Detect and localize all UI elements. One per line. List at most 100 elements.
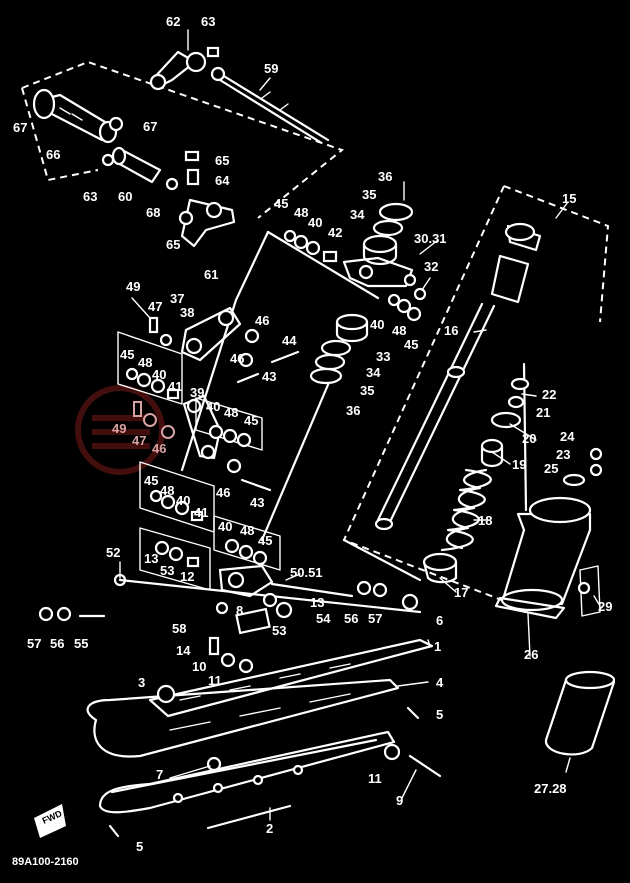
callout-46: 46 (216, 485, 231, 500)
callout-18: 18 (478, 513, 493, 528)
callout-48: 48 (138, 355, 153, 370)
callout-47: 47 (148, 299, 163, 314)
callout-48: 48 (294, 205, 309, 220)
callout-27-28: 27.28 (534, 781, 567, 796)
part-63-pin (101, 153, 115, 167)
part-7-nut (206, 756, 222, 772)
callout-2: 2 (266, 821, 274, 836)
bracket-frame (180, 230, 380, 542)
callout-41: 41 (194, 505, 209, 520)
callout-40: 40 (218, 519, 233, 534)
callout-33: 33 (376, 349, 391, 364)
callout-29: 29 (598, 599, 613, 614)
callout-16: 16 (444, 323, 459, 338)
callout-35: 35 (360, 383, 375, 398)
callout-45: 45 (144, 473, 159, 488)
part-17-cup (422, 552, 458, 584)
callout-39: 39 (190, 385, 205, 400)
part-9-bolt (408, 754, 442, 778)
callout-46: 46 (230, 351, 245, 366)
callout-37: 37 (170, 291, 185, 306)
callout-64: 64 (215, 173, 230, 188)
diagram-code: 89A100-2160 (12, 856, 79, 868)
part-4-ski-wear-bar (86, 678, 400, 758)
callout-15: 15 (562, 191, 577, 206)
callout-36: 36 (346, 403, 361, 418)
callout-67: 67 (143, 119, 158, 134)
part-5-screw-left (108, 824, 120, 838)
parts-22-21-20 (490, 377, 530, 429)
callout-63: 63 (83, 189, 98, 204)
part-62-arm (149, 50, 207, 91)
parts-49-47-46-highlight (133, 401, 175, 439)
callout-45: 45 (274, 196, 289, 211)
washer-box-left (117, 331, 183, 405)
callout-36: 36 (378, 169, 393, 184)
part-1-ski-runner (148, 638, 434, 718)
callout-13: 13 (310, 595, 325, 610)
part-32-bolt (413, 287, 427, 301)
callout-23: 23 (556, 447, 571, 462)
callout-57: 57 (27, 636, 42, 651)
callout-34: 34 (350, 207, 365, 222)
part-19-seat (480, 438, 504, 468)
part-5-screw-right (406, 706, 420, 720)
callout-7: 7 (156, 767, 164, 782)
part-26-shock-body (494, 496, 592, 620)
callout-4: 4 (436, 675, 444, 690)
part-66-shaft (32, 88, 118, 144)
callout-66: 66 (46, 147, 61, 162)
leader-lines (119, 29, 601, 821)
callout-40: 40 (308, 215, 323, 230)
washer-group-right (387, 293, 422, 322)
callout-30-31: 30.31 (414, 231, 447, 246)
callout-48: 48 (224, 405, 239, 420)
parts-14-10-11 (208, 636, 254, 674)
callout-46-highlight: 46 (152, 441, 167, 456)
callout-10: 10 (192, 659, 207, 674)
callout-68: 68 (146, 205, 161, 220)
callout-40: 40 (370, 317, 385, 332)
callout-52: 52 (106, 545, 121, 560)
callout-60: 60 (118, 189, 133, 204)
fwd-arrow (34, 804, 66, 838)
callout-43: 43 (250, 495, 265, 510)
parts-8-58-53 (215, 592, 293, 635)
callout-45: 45 (404, 337, 419, 352)
callout-43: 43 (262, 369, 277, 384)
callout-50-51: 50.51 (290, 565, 323, 580)
part-30-mount (342, 256, 417, 288)
part-37-38-rocker (180, 306, 242, 362)
callout-48: 48 (240, 523, 255, 538)
callout-3: 3 (138, 675, 146, 690)
washer-box-mid (195, 397, 263, 451)
callout-9: 9 (396, 793, 404, 808)
callout-1: 1 (434, 639, 442, 654)
parts-57-56-55-left (38, 606, 106, 622)
callout-17: 17 (454, 585, 469, 600)
part-67-cap-right (108, 116, 124, 132)
callout-45: 45 (258, 533, 273, 548)
callout-63: 63 (201, 14, 216, 29)
washer-group-top (283, 229, 338, 263)
callout-45: 45 (244, 413, 259, 428)
part-11-washer (383, 743, 401, 761)
callout-11: 11 (368, 771, 382, 786)
callout-40: 40 (206, 399, 221, 414)
parts-24-23-25 (562, 447, 603, 487)
callout-11: 11 (208, 673, 222, 688)
callout-21: 21 (536, 405, 551, 420)
callout-24: 24 (560, 429, 575, 444)
callout-13: 13 (144, 551, 159, 566)
callout-26: 26 (524, 647, 539, 662)
callout-32: 32 (424, 259, 439, 274)
lower-spacers (309, 313, 369, 385)
callout-59: 59 (264, 61, 279, 76)
callout-53: 53 (160, 563, 175, 578)
callout-67: 67 (13, 120, 28, 135)
bolts-lower (226, 458, 272, 492)
callout-8: 8 (236, 603, 244, 618)
callout-44: 44 (282, 333, 297, 348)
callout-62: 62 (166, 14, 181, 29)
